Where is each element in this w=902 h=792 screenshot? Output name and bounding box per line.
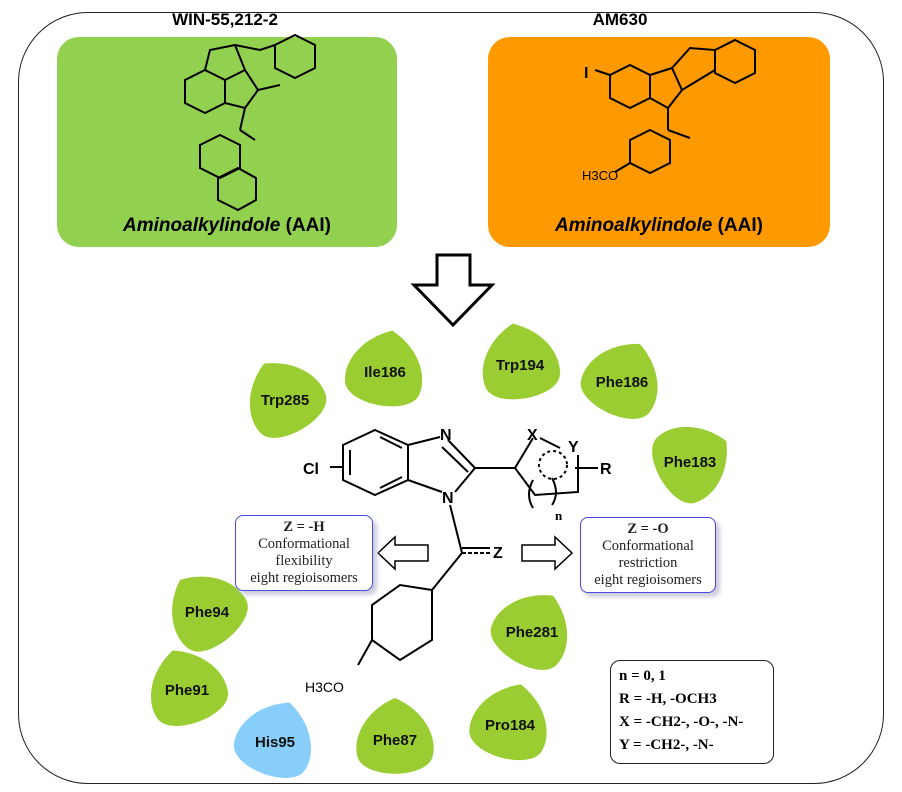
r-group: R [600, 461, 612, 478]
residue-leaf-shape [150, 650, 228, 726]
residue-leaf-shape [482, 323, 561, 400]
residue-label: Phe94 [185, 604, 230, 621]
n-atom: N [440, 427, 452, 444]
right-arrow-icon [521, 535, 574, 571]
residue-phe87: Phe87 [356, 698, 434, 774]
residue-label: Phe91 [165, 682, 209, 699]
cl-atom: Cl [303, 461, 319, 478]
residue-label: Phe281 [506, 624, 559, 641]
residue-leaf-shape [356, 698, 434, 774]
win-class-label: Aminoalkylindole (AAI) [123, 215, 331, 236]
residue-label: Ile186 [364, 364, 406, 381]
compound-title-am630: AM630 [592, 10, 648, 29]
residue-phe94: Phe94 [172, 576, 248, 652]
residue-phe91: Phe91 [150, 650, 228, 726]
win-structure [184, 33, 316, 212]
residue-trp285: Trp285 [249, 363, 327, 438]
legend-line: Y = -CH2-, -N- [619, 737, 714, 753]
residue-leaf-shape [580, 343, 658, 419]
am630-class-label: Aminoalkylindole (AAI) [555, 215, 763, 236]
z-atom: Z [493, 545, 503, 562]
residue-label: Trp194 [496, 357, 545, 374]
residue-label: Pro184 [485, 717, 536, 734]
y-atom: Y [568, 439, 579, 456]
n-atom: N [442, 490, 454, 507]
residue-leaf-shape [234, 702, 312, 778]
residue-phe183: Phe183 [652, 426, 727, 504]
residue-leaf-shape [172, 576, 248, 652]
residue-pro184: Pro184 [469, 684, 547, 760]
residue-leaf-shape [490, 595, 568, 670]
residue-leaf-shape [344, 330, 423, 407]
residue-leaf-shape [469, 684, 547, 760]
left-arrow-icon [376, 535, 429, 571]
residue-trp194: Trp194 [482, 323, 561, 400]
down-arrow-icon [410, 253, 496, 328]
scaffold-structure [330, 428, 598, 666]
residue-phe186: Phe186 [580, 343, 658, 419]
residue-phe281: Phe281 [490, 595, 568, 670]
am630-structure [594, 38, 756, 175]
n-index: n [555, 508, 563, 523]
residue-his95: His95 [234, 702, 312, 778]
residue-ile186: Ile186 [344, 330, 423, 407]
am630-methoxy: H3CO [582, 168, 618, 183]
residue-leaf-shape [249, 363, 327, 438]
residue-label: Trp285 [261, 392, 309, 409]
x-atom: X [527, 427, 538, 444]
residue-label: Phe183 [664, 454, 717, 471]
residue-leaf-shape [652, 426, 727, 504]
substituent-legend: n = 0, 1 R = -H, -OCH3 X = -CH2-, -O-, -… [610, 660, 774, 764]
compound-title-win: WIN-55,212-2 [172, 10, 278, 29]
legend-line: R = -H, -OCH3 [619, 691, 717, 707]
win-panel: Aminoalkylindole (AAI) [57, 37, 397, 247]
legend-line: X = -CH2-, -O-, -N- [619, 714, 744, 730]
legend-line: n = 0, 1 [619, 668, 666, 684]
residue-label: Phe87 [373, 732, 417, 749]
outer-frame [18, 12, 884, 784]
residue-label: Phe186 [596, 374, 649, 391]
iodine-atom: I [584, 65, 588, 82]
residue-label: His95 [255, 734, 295, 751]
scaffold-methoxy: H3CO [305, 679, 344, 695]
